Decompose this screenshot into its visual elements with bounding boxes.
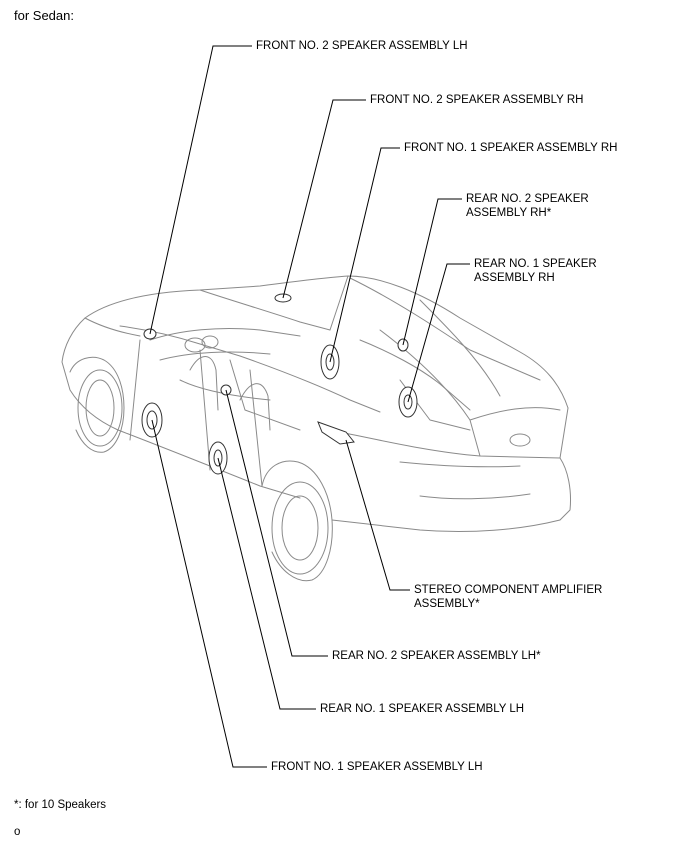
label-front-2-speaker-rh: FRONT NO. 2 SPEAKER ASSEMBLY RH <box>370 94 584 106</box>
label-rear-2-speaker-lh: REAR NO. 2 SPEAKER ASSEMBLY LH* <box>332 650 541 662</box>
leader-front1-rh <box>329 147 400 363</box>
leader-lines <box>149 45 470 768</box>
leader-rear2-lh <box>225 389 328 657</box>
footnote: *: for 10 Speakers <box>14 799 107 811</box>
leader-front2-rh <box>282 99 366 299</box>
leader-front2-lh <box>149 45 252 335</box>
label-rear-2-speaker-rh-line1: REAR NO. 2 SPEAKER <box>466 193 589 205</box>
leader-rear2-rh <box>402 198 462 346</box>
label-amplifier-line2: ASSEMBLY* <box>414 598 480 610</box>
label-front-1-speaker-lh: FRONT NO. 1 SPEAKER ASSEMBLY LH <box>271 761 483 773</box>
label-amplifier-line1: STEREO COMPONENT AMPLIFIER <box>414 584 603 596</box>
label-rear-1-speaker-rh-line2: ASSEMBLY RH <box>474 272 555 284</box>
leader-front1-lh <box>151 419 267 768</box>
label-rear-1-speaker-lh: REAR NO. 1 SPEAKER ASSEMBLY LH <box>320 703 525 715</box>
label-rear-2-speaker-rh-line2: ASSEMBLY RH* <box>466 207 552 219</box>
leader-amp <box>345 439 410 591</box>
label-front-2-speaker-lh: FRONT NO. 2 SPEAKER ASSEMBLY LH <box>256 40 468 52</box>
label-front-1-speaker-rh: FRONT NO. 1 SPEAKER ASSEMBLY RH <box>404 142 618 154</box>
amplifier-marker <box>317 421 355 445</box>
leader-rear1-rh <box>407 263 470 403</box>
label-rear-1-speaker-rh-line1: REAR NO. 1 SPEAKER <box>474 258 597 270</box>
figure-heading: for Sedan: <box>14 8 74 23</box>
figure-code: o <box>14 826 21 838</box>
leader-rear1-lh <box>217 457 316 710</box>
component-markers <box>141 293 418 475</box>
car-body-outline <box>61 275 571 582</box>
